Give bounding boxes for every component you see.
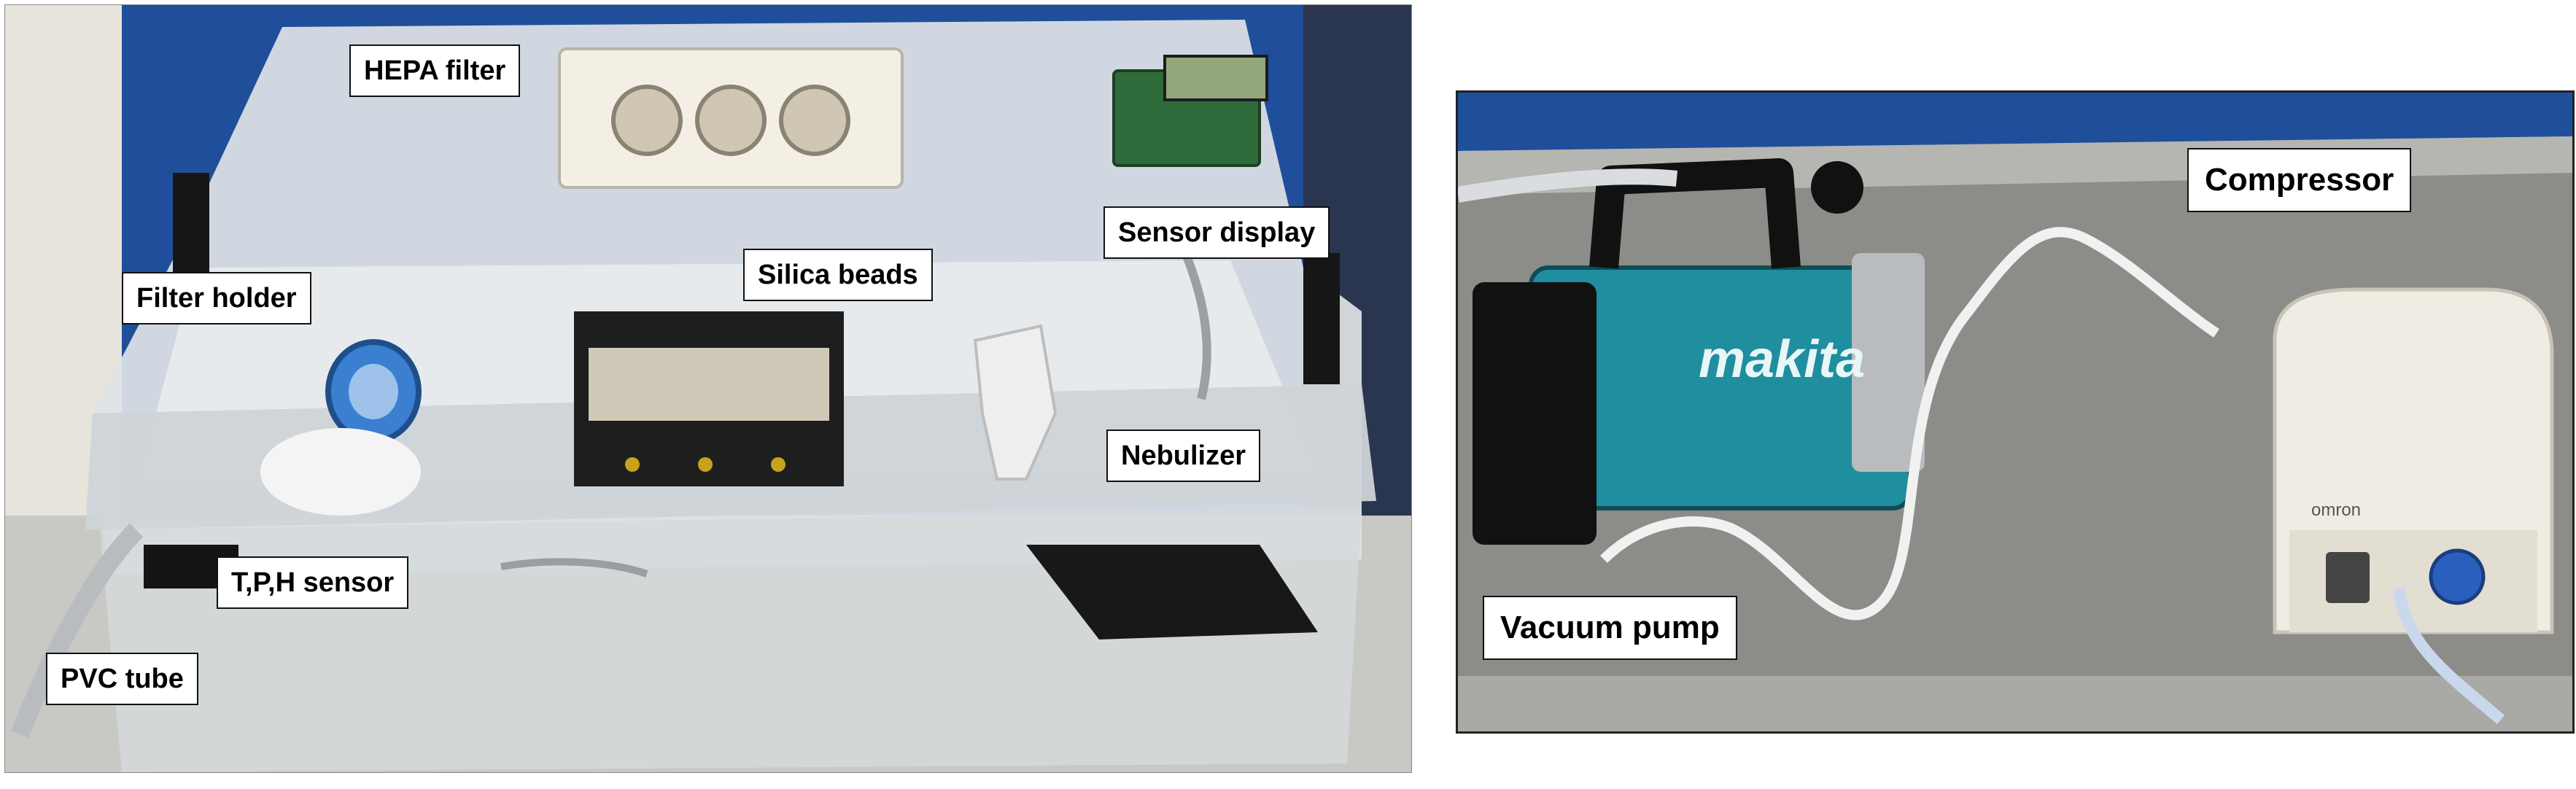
chamber-scene — [5, 5, 1411, 772]
pump-brand-text: makita — [1699, 330, 1865, 389]
cable — [500, 558, 648, 578]
silica-beads-label: Silica beads — [743, 249, 933, 301]
hepa-filter-label: HEPA filter — [349, 44, 521, 97]
filter-funnel — [260, 428, 421, 516]
filter-holder-center — [349, 364, 398, 419]
compressor-outlet-tube — [2393, 587, 2505, 725]
hepa-port-1 — [611, 85, 683, 156]
tray-screw — [625, 457, 640, 472]
tray-front-edge — [1458, 676, 2572, 731]
box-clamp-right — [1303, 253, 1340, 384]
air-tube — [1600, 227, 2219, 621]
pvc-tube-label: PVC tube — [46, 653, 198, 705]
sensor-display-label: Sensor display — [1103, 206, 1330, 259]
compressor-knob — [2429, 548, 2486, 605]
box-clamp-front — [1026, 545, 1318, 640]
chamber-photo: HEPA filter Sensor display Filter holder… — [4, 4, 1412, 773]
hepa-port-3 — [779, 85, 850, 156]
compressor-brand-text: omron — [2311, 500, 2361, 520]
vacuum-pump-label: Vacuum pump — [1483, 596, 1737, 660]
compressor-label: Compressor — [2187, 148, 2412, 212]
lcd-screen — [1163, 55, 1268, 101]
pump-photo: makita omron Compressor Vacuum pump — [1456, 90, 2575, 734]
nebulizer-body — [973, 324, 1058, 481]
pump-battery — [1473, 282, 1597, 545]
compressor-switch — [2326, 552, 2370, 603]
tph-sensor-label: T,P,H sensor — [217, 556, 409, 609]
hepa-port-2 — [695, 85, 767, 156]
nebulizer-label: Nebulizer — [1106, 430, 1261, 482]
tray-screw — [771, 457, 785, 472]
silica-beads-fill — [589, 348, 829, 421]
filter-holder-label: Filter holder — [122, 272, 311, 324]
pump-knob — [1811, 161, 1863, 214]
tray-screw — [698, 457, 713, 472]
box-front — [100, 508, 1362, 772]
pump-handle — [1589, 158, 1801, 269]
pvc-tube — [10, 523, 144, 738]
clear-tube — [1458, 168, 1678, 203]
pump-motor-cap — [1852, 253, 1925, 472]
